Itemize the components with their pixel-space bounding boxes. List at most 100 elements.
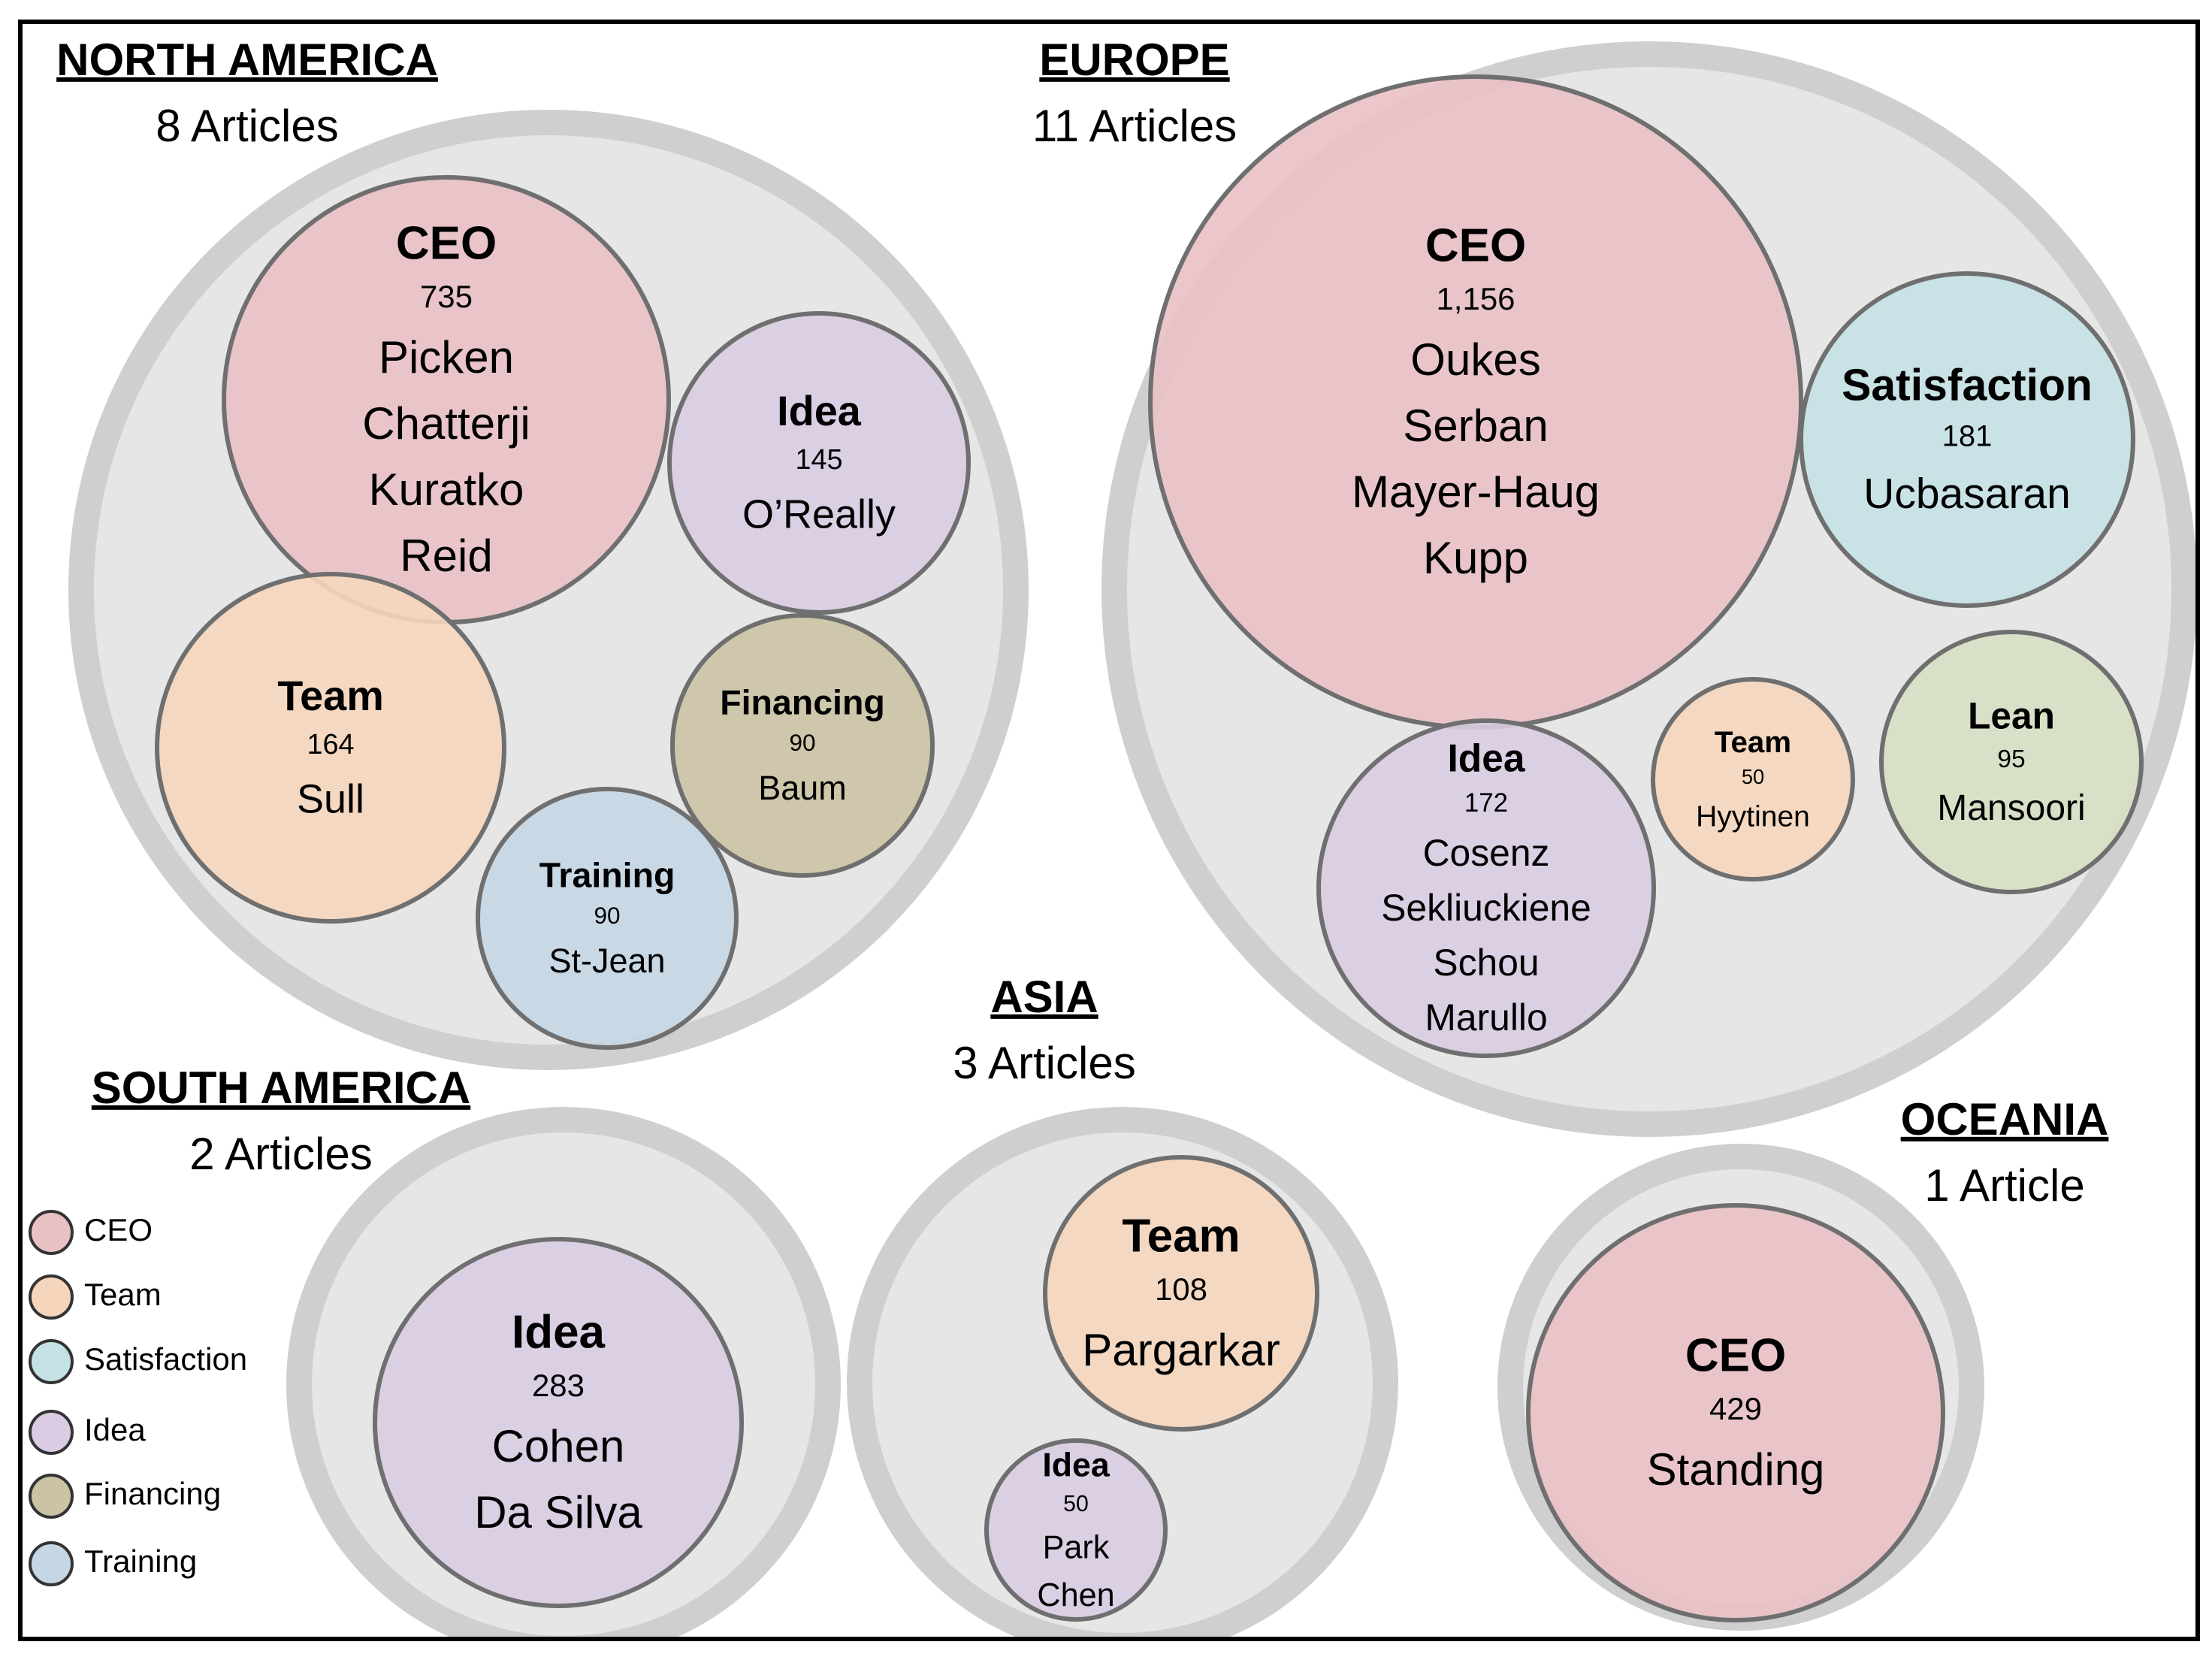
bubble-author-europe-ceo-0: Oukes xyxy=(1410,334,1540,385)
legend-label-ceo: CEO xyxy=(84,1212,153,1247)
bubble-label-north-america-idea: Idea xyxy=(777,387,862,434)
legend-swatch-team xyxy=(29,1274,74,1320)
bubble-label-europe-ceo: CEO xyxy=(1425,219,1526,271)
bubble-author-europe-satisfaction-0: Ucbasaran xyxy=(1863,470,2071,518)
bubble-author-europe-ceo-3: Kupp xyxy=(1423,533,1528,583)
bubble-value-europe-satisfaction: 181 xyxy=(1942,420,1993,453)
bubble-label-north-america-financing: Financing xyxy=(720,682,885,721)
bubble-author-north-america-ceo-1: Chatterji xyxy=(362,398,530,449)
legend-swatch-idea xyxy=(29,1410,74,1455)
legend-label-financing: Financing xyxy=(84,1476,221,1511)
bubble-value-north-america-financing: 90 xyxy=(789,729,815,756)
bubble-author-europe-idea-3: Marullo xyxy=(1425,996,1547,1039)
bubble-value-oceania-ceo: 429 xyxy=(1709,1391,1762,1426)
legend-swatch-ceo xyxy=(29,1210,74,1255)
bubble-label-oceania-ceo: CEO xyxy=(1685,1329,1786,1381)
bubble-circle-north-america-financing xyxy=(670,613,935,878)
region-title-oceania: OCEANIA xyxy=(1901,1094,2109,1144)
legend-swatch-training xyxy=(29,1541,74,1586)
bubble-author-north-america-ceo-2: Kuratko xyxy=(369,464,524,515)
bubble-author-north-america-financing-0: Baum xyxy=(758,769,847,807)
bubble-circle-europe-satisfaction xyxy=(1799,271,2135,608)
bubble-circle-north-america-team xyxy=(155,572,506,924)
bubble-value-south-america-idea: 283 xyxy=(532,1368,585,1403)
legend-swatch-satisfaction xyxy=(29,1339,74,1384)
bubble-circle-europe-team xyxy=(1651,677,1855,881)
bubble-circle-north-america-training xyxy=(476,787,739,1050)
bubble-value-europe-ceo: 1,156 xyxy=(1436,281,1515,316)
bubble-value-asia-team: 108 xyxy=(1155,1271,1207,1307)
bubble-author-north-america-training-0: St-Jean xyxy=(548,942,665,980)
bubble-value-north-america-team: 164 xyxy=(307,729,354,760)
bubble-author-north-america-idea-0: O’Really xyxy=(742,491,896,537)
legend-label-team: Team xyxy=(84,1277,162,1312)
legend-swatch-financing xyxy=(29,1474,74,1519)
bubble-circle-south-america-idea xyxy=(373,1237,744,1608)
bubble-value-north-america-idea: 145 xyxy=(795,444,842,476)
bubble-value-europe-lean: 95 xyxy=(1997,745,2025,773)
bubble-label-north-america-training: Training xyxy=(539,855,675,894)
bubble-author-europe-ceo-1: Serban xyxy=(1403,401,1548,451)
region-count-south-america: 2 Articles xyxy=(189,1129,372,1179)
bubble-value-north-america-training: 90 xyxy=(594,902,620,929)
bubble-author-north-america-team-0: Sull xyxy=(297,776,364,821)
bubble-author-north-america-ceo-0: Picken xyxy=(379,332,514,382)
region-count-europe: 11 Articles xyxy=(1032,101,1237,151)
legend-label-training: Training xyxy=(84,1544,197,1579)
bubble-label-asia-team: Team xyxy=(1122,1210,1240,1262)
bubble-label-north-america-ceo: CEO xyxy=(396,217,497,269)
region-title-europe: EUROPE xyxy=(1039,35,1229,85)
region-count-oceania: 1 Article xyxy=(1924,1160,2084,1211)
bubble-label-europe-idea: Idea xyxy=(1448,736,1525,779)
bubble-label-europe-satisfaction: Satisfaction xyxy=(1842,361,2093,410)
bubble-author-europe-ceo-2: Mayer-Haug xyxy=(1352,467,1600,517)
bubble-author-north-america-ceo-3: Reid xyxy=(400,531,492,581)
bubble-author-europe-team-0: Hyytinen xyxy=(1696,800,1810,833)
bubble-label-north-america-team: Team xyxy=(277,672,384,719)
region-title-south-america: SOUTH AMERICA xyxy=(92,1063,470,1113)
bubble-author-europe-lean-0: Mansoori xyxy=(1937,788,2085,828)
bubble-author-europe-idea-1: Sekliuckiene xyxy=(1381,887,1591,929)
bubble-author-europe-idea-2: Schou xyxy=(1433,942,1539,984)
bubble-label-asia-idea: Idea xyxy=(1042,1447,1110,1483)
bubble-author-asia-idea-1: Chen xyxy=(1037,1577,1114,1613)
legend-label-idea: Idea xyxy=(84,1412,146,1447)
bubble-label-europe-lean: Lean xyxy=(1968,695,2055,737)
region-count-north-america: 8 Articles xyxy=(156,101,338,151)
bubble-circle-asia-team xyxy=(1043,1155,1319,1432)
region-count-asia: 3 Articles xyxy=(953,1038,1135,1088)
bubble-circle-oceania-ceo xyxy=(1526,1203,1945,1622)
bubble-value-asia-idea: 50 xyxy=(1063,1492,1089,1516)
region-title-north-america: NORTH AMERICA xyxy=(56,35,438,85)
bubble-author-asia-team-0: Pargarkar xyxy=(1082,1325,1280,1375)
bubble-circle-europe-lean xyxy=(1879,630,2144,894)
bubble-label-south-america-idea: Idea xyxy=(512,1306,606,1358)
bubble-author-south-america-idea-1: Da Silva xyxy=(474,1487,642,1537)
bubble-label-europe-team: Team xyxy=(1715,725,1791,759)
bubble-value-europe-idea: 172 xyxy=(1464,788,1508,818)
bubble-circle-europe-idea xyxy=(1316,718,1656,1058)
bubble-author-south-america-idea-0: Cohen xyxy=(492,1421,625,1471)
bubble-circle-north-america-idea xyxy=(667,311,971,615)
bubble-value-north-america-ceo: 735 xyxy=(420,279,473,314)
